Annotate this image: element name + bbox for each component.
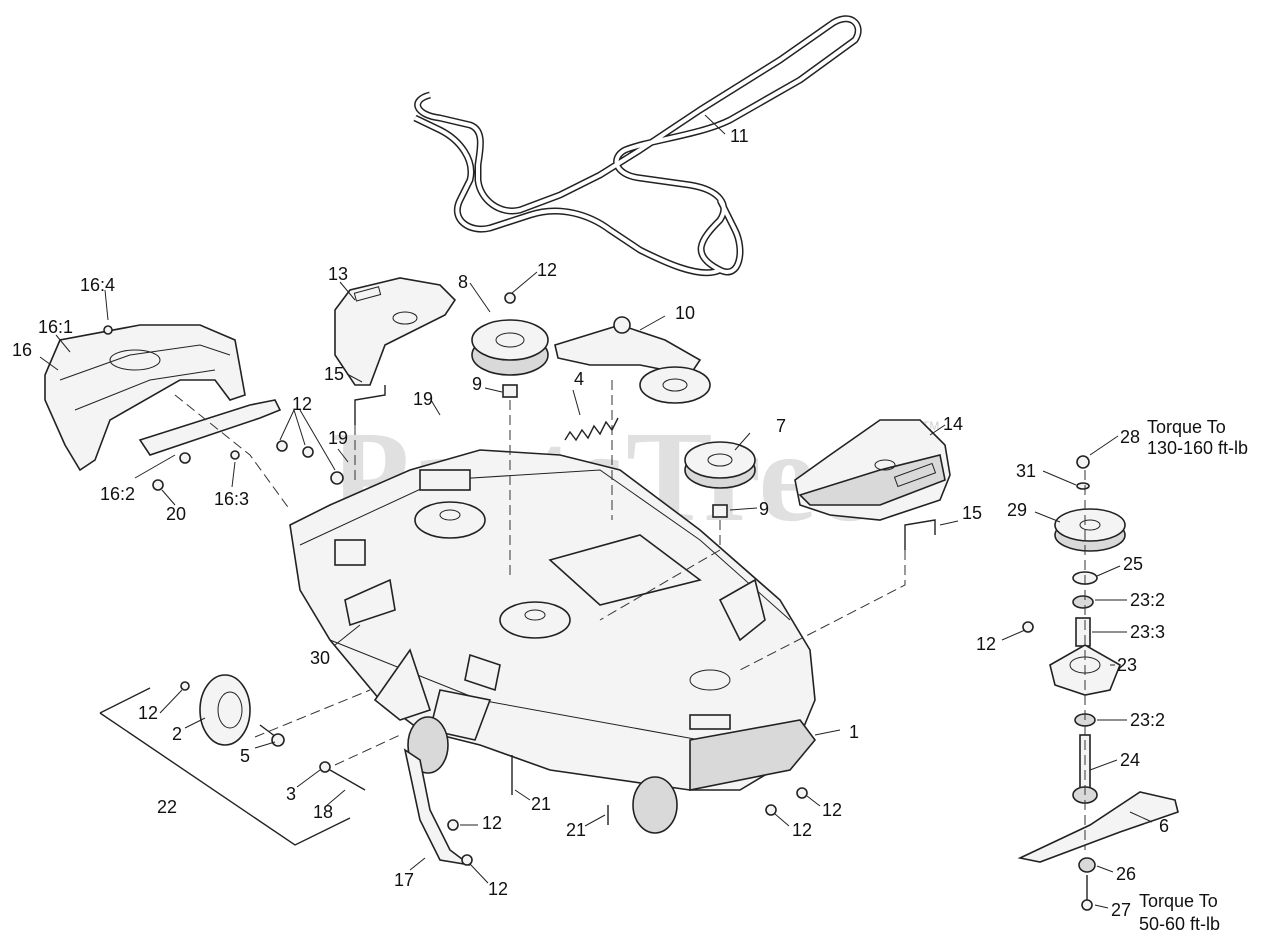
callout-31: 31 — [1016, 461, 1036, 481]
callout-12-arm: 12 — [482, 813, 502, 833]
bolt-18 — [329, 769, 366, 791]
callout-23: 23 — [1117, 655, 1137, 675]
callout-11: 11 — [730, 126, 749, 146]
callout-8: 8 — [458, 272, 468, 292]
idler-bracket-cover — [334, 277, 457, 386]
callout-14: 14 — [943, 414, 963, 434]
callout-12-left: 12 — [292, 394, 312, 414]
idler-pulley — [471, 319, 549, 376]
callout-26: 26 — [1116, 864, 1136, 884]
spring — [564, 417, 619, 442]
callout-23-3: 23:3 — [1130, 622, 1165, 642]
callout-19a: 19 — [413, 389, 433, 409]
callout-15b: 15 — [962, 503, 982, 523]
callout-18: 18 — [313, 802, 333, 822]
callout-25: 25 — [1123, 554, 1143, 574]
bolt-15a — [354, 385, 386, 425]
torque-note-28-line1: Torque To — [1147, 417, 1226, 437]
callout-5: 5 — [240, 746, 250, 766]
callout-12-arm-bottom: 12 — [488, 879, 508, 899]
callout-29: 29 — [1007, 500, 1027, 520]
callout-12-spindle: 12 — [976, 634, 996, 654]
gauge-wheel — [180, 674, 285, 747]
callout-1: 1 — [849, 722, 859, 742]
callout-6: 6 — [1159, 816, 1169, 836]
callout-24: 24 — [1120, 750, 1140, 770]
callout-23-2-bottom: 23:2 — [1130, 710, 1165, 730]
callout-21b: 21 — [566, 820, 586, 840]
callout-16-2: 16:2 — [100, 484, 135, 504]
callout-16: 16 — [12, 340, 32, 360]
callout-10: 10 — [675, 303, 695, 323]
callout-19b: 19 — [328, 428, 348, 448]
callout-23-2-top: 23:2 — [1130, 590, 1165, 610]
callout-17: 17 — [394, 870, 414, 890]
callout-21a: 21 — [531, 794, 551, 814]
gauge-wheel-assembly-bracket — [99, 687, 351, 846]
spacer-9a — [502, 384, 518, 398]
idler-arm — [554, 316, 711, 404]
mower-blade — [1017, 791, 1179, 863]
spindle-nut — [1078, 857, 1096, 873]
callout-20: 20 — [166, 504, 186, 524]
callout-16-4: 16:4 — [80, 275, 115, 295]
torque-note-28-line2: 130-160 ft-lb — [1147, 438, 1248, 458]
callout-7: 7 — [776, 416, 786, 436]
callout-2: 2 — [172, 724, 182, 744]
left-belt-cover — [44, 324, 282, 491]
bolt-15b — [904, 519, 936, 550]
belt — [413, 15, 862, 277]
callout-12-deck-right: 12 — [822, 800, 842, 820]
mower-deck — [289, 449, 817, 791]
gauge-arm — [403, 748, 471, 866]
callout-28: 28 — [1120, 427, 1140, 447]
torque-note-27-line1: Torque To — [1139, 891, 1218, 911]
deck-wheel-right — [632, 776, 678, 834]
callout-3: 3 — [286, 784, 296, 804]
callout-4: 4 — [574, 369, 584, 389]
callout-12-deck-bottom: 12 — [792, 820, 812, 840]
spindle-assembly — [1022, 455, 1126, 804]
callout-15a: 15 — [324, 364, 344, 384]
callout-30: 30 — [310, 648, 330, 668]
callout-16-3: 16:3 — [214, 489, 249, 509]
callout-22: 22 — [157, 797, 177, 817]
callout-13: 13 — [328, 264, 348, 284]
callout-9b: 9 — [759, 499, 769, 519]
callout-27: 27 — [1111, 900, 1131, 920]
idler-pulley-flat — [684, 441, 756, 489]
callout-16-1: 16:1 — [38, 317, 73, 337]
right-belt-cover — [794, 419, 951, 521]
callout-12-wheel: 12 — [138, 703, 158, 723]
callout-12-top: 12 — [537, 260, 557, 280]
spacer-9b — [712, 504, 728, 518]
callout-9a: 9 — [472, 374, 482, 394]
torque-note-27-line2: 50-60 ft-lb — [1139, 914, 1220, 934]
